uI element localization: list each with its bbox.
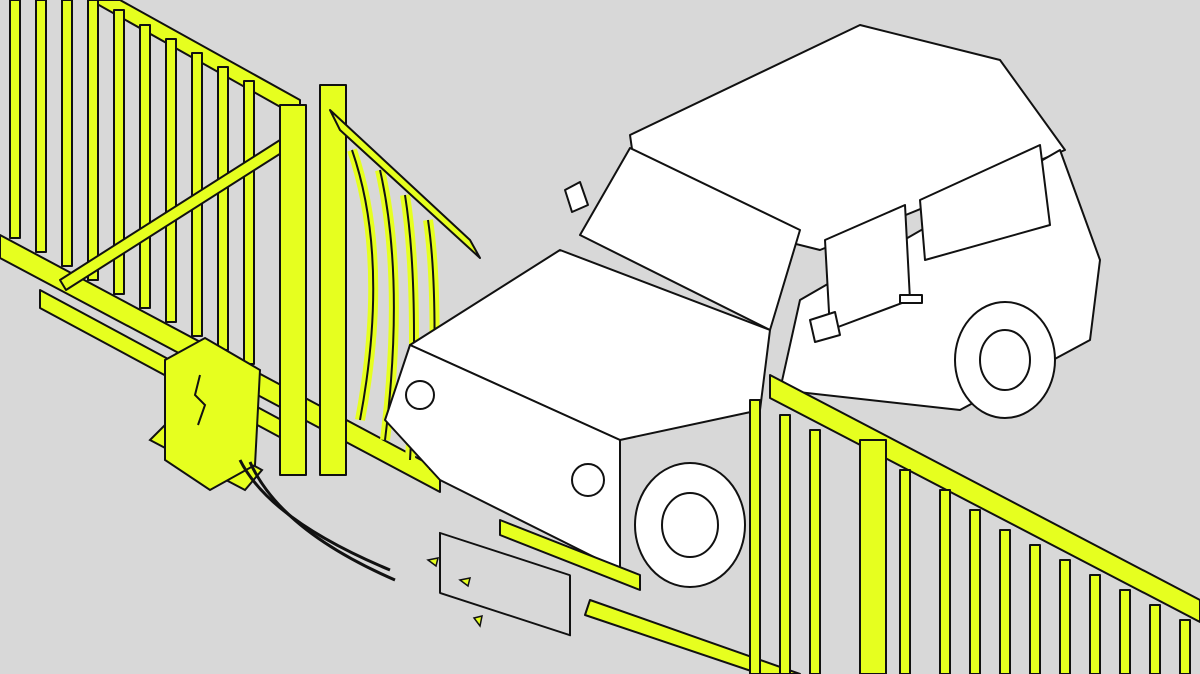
right-gate-broken-rail [499,519,641,591]
car-mirror [809,311,841,343]
car-windshield [579,147,801,331]
right-gate-post [859,439,887,674]
right-gate-top-rail [769,374,1200,623]
left-gate-post [279,104,307,476]
car-grille [439,531,571,637]
car-headlight-left [405,380,435,410]
car-headlight-right [571,463,605,497]
car [384,24,1101,637]
debris [426,557,483,628]
gate-motor [148,336,396,582]
right-gate [499,374,1200,674]
left-gate-post-2 [319,84,347,476]
right-gate-bars [749,399,1191,674]
car-door-handle [899,294,923,304]
right-gate-bottom-rail [584,599,801,674]
car-side-window-rear [919,144,1051,261]
car-front [384,344,621,571]
bent-rail [329,109,481,259]
